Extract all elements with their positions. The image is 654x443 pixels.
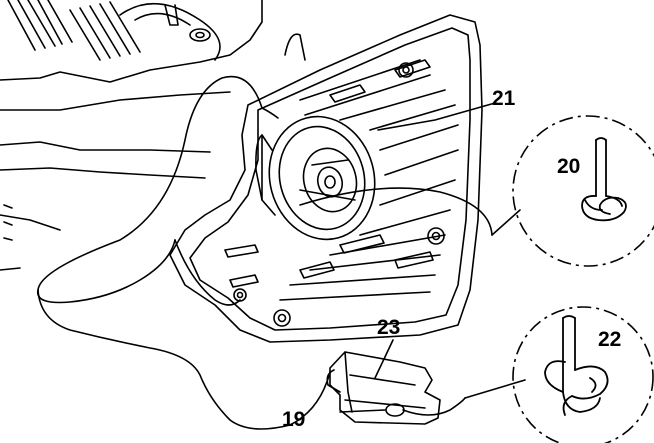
- detail-circle-knot-22: [512, 306, 654, 443]
- callout-20: 20: [557, 155, 580, 178]
- callout-line-23: [374, 339, 394, 379]
- detail-circle-knot-20: [512, 115, 654, 267]
- starter-rope: [37, 75, 493, 430]
- starter-handle: [326, 351, 466, 425]
- leader-line-22: [464, 379, 526, 399]
- callout-19: 19: [282, 408, 305, 431]
- pulley: [255, 115, 376, 241]
- callout-21: 21: [492, 87, 516, 110]
- leader-line-20: [491, 209, 521, 236]
- callout-line-19: [339, 409, 386, 413]
- callout-23: 23: [377, 316, 400, 339]
- callout-line-21: [377, 102, 496, 131]
- starter-housing: [169, 14, 483, 343]
- callout-22: 22: [598, 328, 621, 351]
- engine-block: [0, 0, 306, 271]
